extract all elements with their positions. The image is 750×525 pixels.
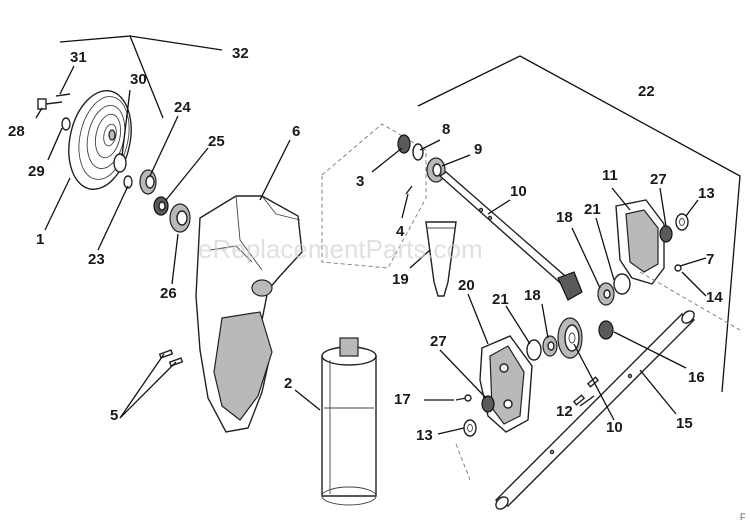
label-part-4: 4 xyxy=(396,223,405,240)
washer-8-part xyxy=(412,143,424,161)
label-part-18-upper: 18 xyxy=(556,209,573,226)
spring-washer-part xyxy=(113,153,127,173)
bearing-27-upper-part xyxy=(659,225,673,243)
label-part-26: 26 xyxy=(160,285,177,302)
label-part-15: 15 xyxy=(676,415,693,432)
label-part-10-lower: 10 xyxy=(606,419,623,436)
pin-31-part xyxy=(55,93,71,97)
label-part-16: 16 xyxy=(688,369,705,386)
auger-shaft-15-part xyxy=(494,310,696,510)
label-part-5: 5 xyxy=(110,407,118,424)
dashed-callout-box xyxy=(321,123,427,269)
label-part-29: 29 xyxy=(28,163,45,180)
label-part-11: 11 xyxy=(602,167,618,184)
group-bracket-22 xyxy=(417,55,741,393)
washer-13-upper-part xyxy=(675,213,689,231)
label-part-22: 22 xyxy=(638,83,655,100)
bearing-21-right-part xyxy=(613,273,631,295)
label-part-18-lower: 18 xyxy=(524,287,541,304)
washer-18-left-part xyxy=(542,335,558,357)
pawl-23-part xyxy=(123,175,133,189)
label-part-25: 25 xyxy=(208,133,225,150)
pulley-26-part xyxy=(169,203,191,233)
label-part-21-lower: 21 xyxy=(492,291,509,308)
key-5-part xyxy=(158,349,184,367)
bolt-28-part xyxy=(37,98,63,110)
label-part-3: 3 xyxy=(356,173,364,190)
label-part-8: 8 xyxy=(442,121,450,138)
label-part-6: 6 xyxy=(292,123,300,140)
auger-housing-part xyxy=(195,195,303,433)
label-part-21-upper: 21 xyxy=(584,201,601,218)
label-part-23: 23 xyxy=(88,251,105,268)
label-part-31: 31 xyxy=(70,49,87,66)
watermark: eReplacementParts.com xyxy=(198,234,483,264)
worm-shaft-10-part xyxy=(438,171,583,301)
pin-4-part xyxy=(405,185,413,195)
label-part-13-lower: 13 xyxy=(416,427,433,444)
grease-cartridge-2-part xyxy=(321,337,377,506)
label-part-13-upper: 13 xyxy=(698,185,715,202)
gearbox-half-20-part xyxy=(479,335,533,433)
bearing-21-left-part xyxy=(526,339,542,361)
label-part-12: 12 xyxy=(556,403,573,420)
label-part-10-upper: 10 xyxy=(510,183,527,200)
label-part-30: 30 xyxy=(130,71,147,88)
pin-14-part xyxy=(674,264,682,272)
group-bracket-32 xyxy=(59,35,223,119)
gearbox-half-11-part xyxy=(615,199,665,285)
label-part-14: 14 xyxy=(706,289,723,306)
label-part-28: 28 xyxy=(8,123,25,140)
label-part-1: 1 xyxy=(36,231,44,248)
label-part-24: 24 xyxy=(174,99,191,116)
label-part-2: 2 xyxy=(284,375,292,392)
bearing-25-part xyxy=(153,196,169,216)
label-part-32: 32 xyxy=(232,45,249,62)
label-part-27-lower: 27 xyxy=(430,333,447,350)
label-part-7: 7 xyxy=(706,251,714,268)
washer-13-lower-part xyxy=(463,419,477,437)
bushing-16-part xyxy=(598,320,614,340)
washer-29-part xyxy=(61,117,71,131)
label-part-19: 19 xyxy=(392,271,409,288)
label-part-9: 9 xyxy=(474,141,482,158)
hub-24-part xyxy=(139,169,157,195)
label-part-20: 20 xyxy=(458,277,475,294)
label-part-27-upper: 27 xyxy=(650,171,667,188)
label-part-17: 17 xyxy=(394,391,411,408)
corner-mark: F xyxy=(740,512,746,522)
bolt-17-part xyxy=(455,394,472,402)
bearing-27-lower-part xyxy=(481,395,495,413)
leader-lines xyxy=(35,65,707,435)
dashed-shaft-guide xyxy=(455,271,741,481)
washer-18-right-part xyxy=(597,282,615,306)
grease-tube-19-part xyxy=(425,221,457,297)
